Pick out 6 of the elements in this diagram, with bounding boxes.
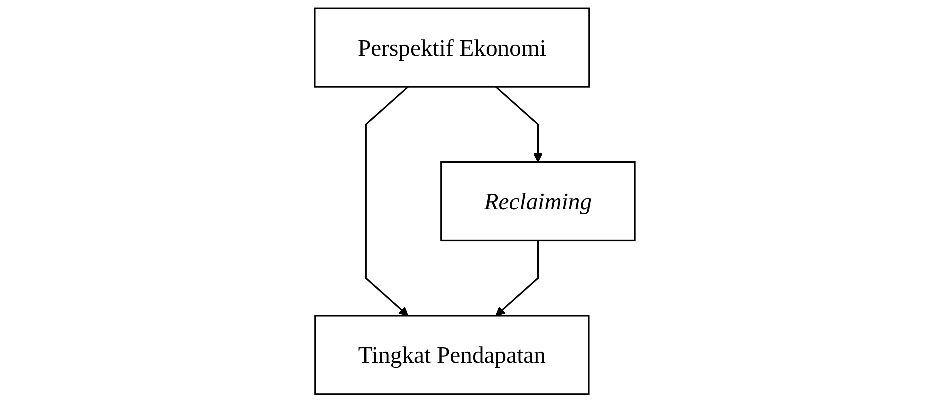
arrow — [496, 86, 543, 163]
arrow — [496, 240, 540, 316]
node-box: Reclaiming — [440, 161, 636, 242]
node-box: Perspektif Ekonomi — [314, 8, 590, 88]
node-box: Tingkat Pendapatan — [314, 315, 590, 396]
arrow — [365, 86, 409, 316]
